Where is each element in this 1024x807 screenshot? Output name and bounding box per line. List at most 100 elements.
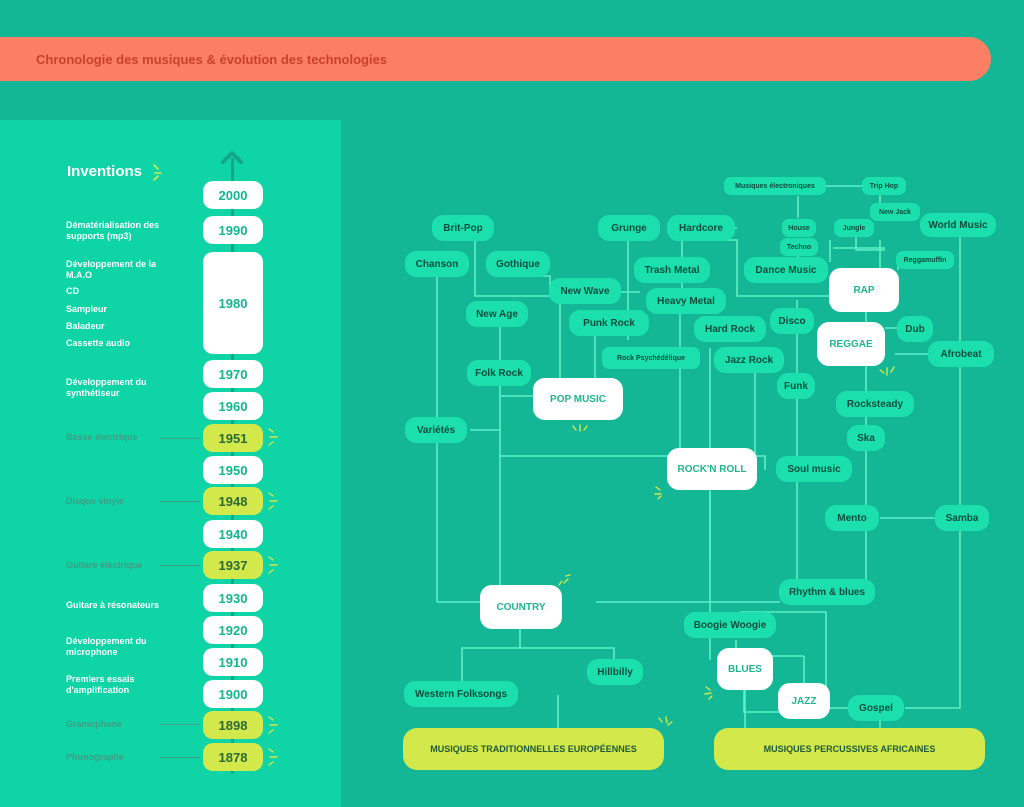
year-1951: 1951 bbox=[203, 424, 263, 452]
genre-node-techno: Techno bbox=[780, 238, 818, 256]
invention-ampli: Premiers essais d'amplification bbox=[66, 674, 135, 695]
year-1930: 1930 bbox=[203, 584, 263, 612]
root-musiques-percussives-africaines: MUSIQUES PERCUSSIVES AFRICAINES bbox=[714, 728, 985, 770]
genre-node-rock-psychedelique: Rock Psychédélique bbox=[602, 347, 700, 369]
genre-node-ska: Ska bbox=[847, 425, 885, 451]
year-1900: 1900 bbox=[203, 680, 263, 708]
year-1948: 1948 bbox=[203, 487, 263, 515]
genre-node-gospel: Gospel bbox=[848, 695, 904, 721]
sparkle-icon bbox=[879, 366, 895, 376]
genre-node-hillbilly: Hillbilly bbox=[587, 659, 643, 685]
invention-mao: Développement de la M.A.O bbox=[66, 259, 157, 280]
genre-node-funk: Funk bbox=[777, 373, 815, 399]
sparkle-icon bbox=[658, 716, 673, 726]
year-1920: 1920 bbox=[203, 616, 263, 644]
invention-basse: Basse électrique bbox=[66, 432, 138, 442]
year-1878: 1878 bbox=[203, 743, 263, 771]
genre-node-punk-rock: Punk Rock bbox=[569, 310, 649, 336]
genre-node-rap: RAP bbox=[829, 268, 899, 312]
invention-sampleur: Sampleur bbox=[66, 304, 108, 314]
genre-node-trash-metal: Trash Metal bbox=[634, 257, 710, 283]
year-1910: 1910 bbox=[203, 648, 263, 676]
root-musiques-traditionnelles-europeennes: MUSIQUES TRADITIONNELLES EUROPÉENNES bbox=[403, 728, 664, 770]
year-1960: 1960 bbox=[203, 392, 263, 420]
connector-line bbox=[160, 724, 200, 725]
genre-node-boogie-woogie: Boogie Woogie bbox=[684, 612, 776, 638]
genre-node-samba: Samba bbox=[935, 505, 989, 531]
invention-cd: CD bbox=[66, 286, 79, 296]
year-1990: 1990 bbox=[203, 216, 263, 244]
genre-node-afrobeat: Afrobeat bbox=[928, 341, 994, 367]
year-1970: 1970 bbox=[203, 360, 263, 388]
year-1940: 1940 bbox=[203, 520, 263, 548]
invention-phono: Phonographe bbox=[66, 752, 124, 762]
genre-node-mento: Mento bbox=[825, 505, 879, 531]
sparkle-icon bbox=[268, 748, 278, 766]
genre-node-house: House bbox=[782, 219, 816, 237]
sparkle-icon bbox=[654, 486, 662, 500]
genre-node-heavy-metal: Heavy Metal bbox=[646, 288, 726, 314]
inventions-panel bbox=[0, 120, 341, 807]
sparkle-icon bbox=[268, 716, 278, 734]
genre-node-new-jack: New Jack bbox=[870, 203, 920, 221]
genre-node-world-music: World Music bbox=[920, 213, 996, 237]
genre-node-pop-music: POP MUSIC bbox=[533, 378, 623, 420]
connector-line bbox=[160, 438, 200, 439]
year-1898: 1898 bbox=[203, 711, 263, 739]
invention-synth: Développement du synthétiseur bbox=[66, 377, 147, 398]
sparkle-icon bbox=[704, 686, 713, 700]
page-title: Chronologie des musiques & évolution des… bbox=[36, 52, 388, 67]
sparkle-icon bbox=[268, 492, 278, 510]
invention-vinyle: Disque vinyle bbox=[66, 496, 125, 506]
connector-line bbox=[160, 565, 200, 566]
genre-node-grunge: Grunge bbox=[598, 215, 660, 241]
invention-micro: Développement du microphone bbox=[66, 636, 147, 657]
genre-node-gothique: Gothique bbox=[486, 251, 550, 277]
genre-node-reggae: REGGAE bbox=[817, 322, 885, 366]
genre-node-hardcore: Hardcore bbox=[667, 215, 735, 241]
sparkle-icon bbox=[558, 574, 571, 586]
year-1937: 1937 bbox=[203, 551, 263, 579]
genre-node-folk-rock: Folk Rock bbox=[467, 360, 531, 386]
sparkle-icon bbox=[268, 556, 278, 574]
genre-node-varietes: Variétés bbox=[405, 417, 467, 443]
genre-node-new-age: New Age bbox=[466, 301, 528, 327]
genre-node-chanson: Chanson bbox=[405, 251, 469, 277]
genre-node-reggamuffin: Reggamuffin bbox=[896, 251, 954, 269]
sparkle-icon bbox=[268, 428, 278, 446]
arrow-up-icon bbox=[221, 151, 243, 164]
title-banner bbox=[0, 37, 991, 81]
invention-baladeur: Baladeur bbox=[66, 321, 105, 331]
genre-node-jazz: JAZZ bbox=[778, 683, 830, 719]
genre-node-trip-hop: Trip Hop bbox=[862, 177, 906, 195]
connector-line bbox=[160, 757, 200, 758]
genre-node-blues: BLUES bbox=[717, 648, 773, 690]
year-1950: 1950 bbox=[203, 456, 263, 484]
genre-node-rocksteady: Rocksteady bbox=[836, 391, 914, 417]
invention-gramo: Gramophone bbox=[66, 719, 123, 729]
invention-cassette: Cassette audio bbox=[66, 338, 131, 348]
invention-mp3: Dématérialisation des supports (mp3) bbox=[66, 220, 160, 241]
genre-node-rock-n-roll: ROCK'N ROLL bbox=[667, 448, 757, 490]
inventions-title: Inventions bbox=[67, 163, 143, 180]
genre-node-new-wave: New Wave bbox=[549, 278, 621, 304]
year-1980: 1980 bbox=[203, 252, 263, 354]
invention-guitare: Guitare électrique bbox=[66, 560, 143, 570]
genre-node-rhythm-blues: Rhythm & blues bbox=[779, 579, 875, 605]
genre-node-brit-pop: Brit-Pop bbox=[432, 215, 494, 241]
connector-line bbox=[160, 501, 200, 502]
genre-node-jazz-rock: Jazz Rock bbox=[714, 347, 784, 373]
year-2000: 2000 bbox=[203, 181, 263, 209]
genre-node-disco: Disco bbox=[770, 308, 814, 334]
sparkle-icon bbox=[153, 164, 162, 181]
sparkle-icon bbox=[572, 424, 588, 432]
genre-node-musiques-electroniques: Musiques électroniques bbox=[724, 177, 826, 195]
genre-node-jungle: Jungle bbox=[834, 219, 874, 237]
genre-node-western-folksongs: Western Folksongs bbox=[404, 681, 518, 707]
genre-node-dub: Dub bbox=[897, 316, 933, 342]
genre-node-country: COUNTRY bbox=[480, 585, 562, 629]
genre-node-soul-music: Soul music bbox=[776, 456, 852, 482]
genre-node-hard-rock: Hard Rock bbox=[694, 316, 766, 342]
invention-resonateur: Guitare à résonateurs bbox=[66, 600, 160, 610]
genre-node-dance-music: Dance Music bbox=[744, 257, 828, 283]
